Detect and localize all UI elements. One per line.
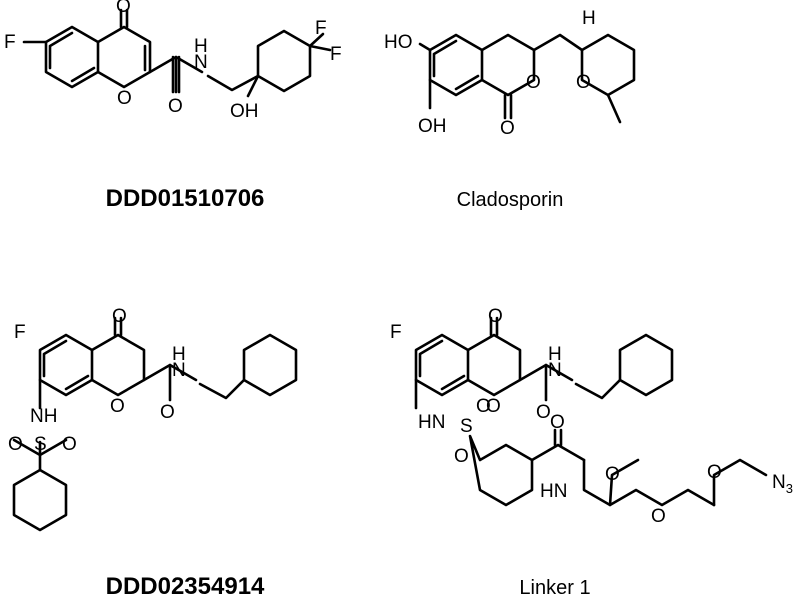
sulfonyl-oxygen-label-right: O <box>62 434 77 455</box>
fluorine-label-2: F <box>315 18 327 39</box>
carbonyl-oxygen-label-4: O <box>488 306 503 327</box>
hydroxyl-label: OH <box>230 101 259 122</box>
structure-ddd02354914: F O O N H O NH O S O <box>8 306 298 532</box>
peg-oxygen-label-3: O <box>707 462 722 483</box>
sulfonyl-oxygen-label-bottom: O <box>454 446 469 467</box>
hydroxyl-label-top: HO <box>384 32 413 53</box>
pyran-oxygen-label: O <box>576 72 591 93</box>
amide-hydrogen-label-3: H <box>548 344 562 365</box>
compound-label-cladosporin: Cladosporin <box>457 189 564 211</box>
compound-label-ddd02354914: DDD02354914 <box>106 573 265 600</box>
sulfonyl-oxygen-label-left: O <box>8 434 23 455</box>
amide-hydrogen-label: H <box>194 36 208 57</box>
compound-label-linker-1: Linker 1 <box>519 577 590 599</box>
amide-oxygen-label-3: O <box>536 402 551 423</box>
lactone-oxygen-label: O <box>526 72 541 93</box>
amide-oxygen-label: O <box>168 96 183 117</box>
benzamide-hn-label: HN <box>540 481 567 502</box>
ring-oxygen-label-2: O <box>110 396 125 417</box>
amide-hydrogen-label-2: H <box>172 344 186 365</box>
structure-ddd01510706: O F O O N H OH F F <box>4 0 342 122</box>
hydroxyl-label-bottom: OH <box>418 116 447 137</box>
structure-cladosporin: HO OH O O O H <box>384 8 636 139</box>
ring-oxygen-label-3: O <box>486 396 501 417</box>
carbonyl-oxygen-label: O <box>116 0 131 17</box>
sulfonamide-hn-label: HN <box>418 412 445 433</box>
carbonyl-oxygen-label-3: O <box>112 306 127 327</box>
azide-label: N3 <box>772 472 793 496</box>
sulfur-label: S <box>34 434 47 455</box>
fluorine-label: F <box>4 32 16 53</box>
sulfonyl-oxygen-label-top: O <box>476 396 491 417</box>
structure-linker-1: F O O N H O HN S O O O HN O O O N3 <box>390 306 793 527</box>
benzamide-oxygen-label: O <box>550 412 565 433</box>
fluorine-label-3: F <box>330 44 342 65</box>
carbonyl-oxygen-label-2: O <box>500 118 515 139</box>
amide-oxygen-label-2: O <box>160 402 175 423</box>
sulfonamide-nh-label: NH <box>30 406 57 427</box>
amide-nitrogen-label-2: N <box>172 360 186 381</box>
stereo-hydrogen-label: H <box>582 8 596 29</box>
amide-nitrogen-label-3: N <box>548 360 562 381</box>
peg-oxygen-label-1: O <box>605 464 620 485</box>
compound-label-ddd01510706: DDD01510706 <box>106 185 265 212</box>
fluorine-label-4: F <box>14 322 26 343</box>
sulfur-label-2: S <box>460 416 473 437</box>
ring-oxygen-label: O <box>117 88 132 109</box>
fluorine-label-5: F <box>390 322 402 343</box>
amide-nitrogen-label: N <box>194 52 208 73</box>
peg-oxygen-label-2: O <box>651 506 666 527</box>
